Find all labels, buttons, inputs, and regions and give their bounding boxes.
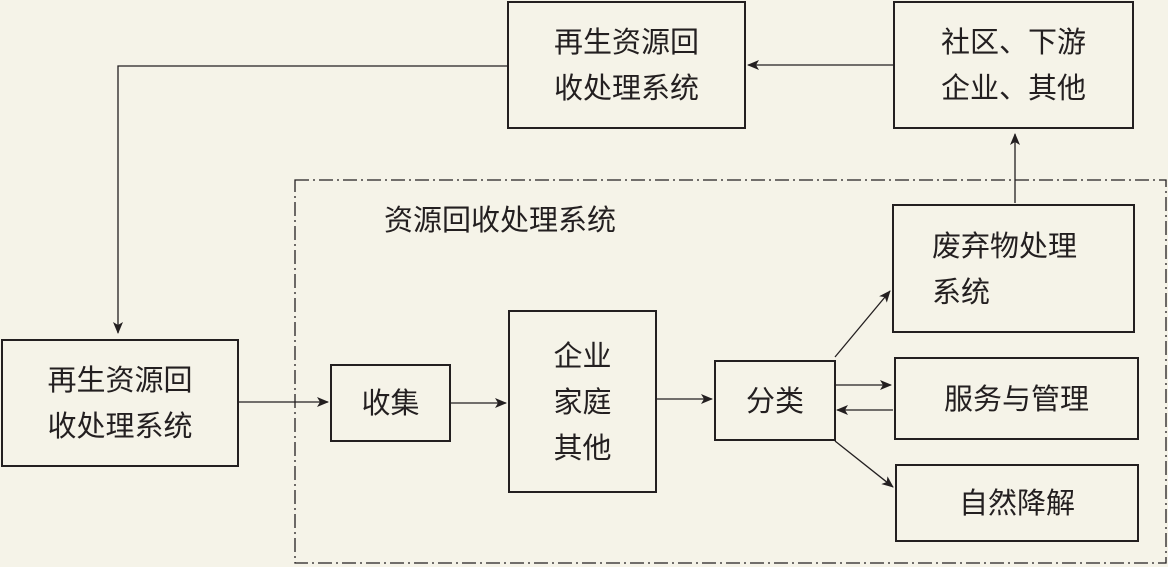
waste-processing-box: 废弃物处理 系统 [892, 204, 1135, 333]
left-recycle-line2: 收处理系统 [47, 409, 193, 443]
waste-line2: 系统 [932, 274, 991, 309]
sources-line2: 家庭 [553, 384, 612, 419]
top-recycle-line2: 收处理系统 [553, 71, 699, 105]
waste-line1: 废弃物处理 [932, 228, 1078, 263]
sources-line1: 企业 [553, 338, 612, 373]
system-boundary-frame [294, 179, 1167, 564]
left-recycle-system-box: 再生资源回 收处理系统 [1, 339, 239, 467]
classify-box: 分类 [714, 360, 836, 441]
community-enterprise-box: 社区、下游 企业、其他 [893, 1, 1134, 129]
sources-line3: 其他 [553, 430, 612, 465]
classify-label: 分类 [745, 383, 804, 418]
community-line2: 企业、其他 [940, 71, 1086, 105]
degrade-label: 自然降解 [958, 486, 1075, 520]
top-recycle-system-box: 再生资源回 收处理系统 [507, 1, 746, 129]
arrow-classify-to-waste [834, 290, 891, 358]
collect-box: 收集 [330, 364, 451, 442]
frame-label: 资源回收处理系统 [384, 203, 617, 237]
arrow-top-recycle-to-left-recycle [113, 65, 507, 334]
left-recycle-line1: 再生资源回 [47, 363, 193, 397]
collect-label: 收集 [361, 386, 420, 420]
top-recycle-line1: 再生资源回 [553, 25, 699, 59]
service-label: 服务与管理 [943, 381, 1089, 416]
service-management-box: 服务与管理 [894, 357, 1139, 440]
natural-degradation-box: 自然降解 [895, 464, 1139, 542]
community-line1: 社区、下游 [940, 25, 1086, 59]
sources-box: 企业 家庭 其他 [508, 310, 657, 493]
arrow-classify-to-degrade [834, 440, 894, 488]
